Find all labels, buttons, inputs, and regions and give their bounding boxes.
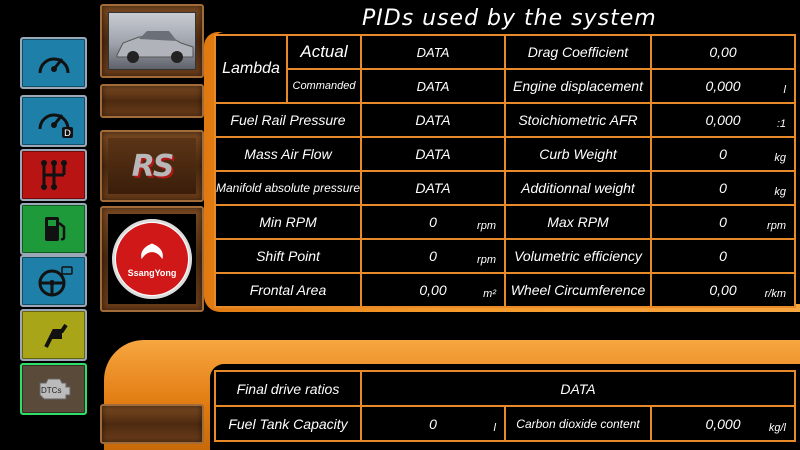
min-rpm-value: 0 xyxy=(429,214,437,230)
fuel-tank-label: Fuel Tank Capacity xyxy=(214,405,362,442)
fuel-button[interactable] xyxy=(20,203,87,255)
dtc-button[interactable]: DTCs xyxy=(20,363,87,415)
drag-coefficient-label: Drag Coefficient xyxy=(504,34,652,70)
vehicle-tabs: RS SsangYong xyxy=(100,0,205,450)
fuel-nozzle-icon xyxy=(43,323,68,348)
curb-weight-field[interactable]: 0 kg xyxy=(650,136,796,172)
max-rpm-label: Max RPM xyxy=(504,204,652,240)
engine-displacement-label: Engine displacement xyxy=(504,68,652,104)
shift-point-value: 0 xyxy=(429,248,437,264)
fuel-pump-icon xyxy=(44,217,65,241)
frontal-area-field[interactable]: 0,00 m² xyxy=(360,272,506,308)
fuel-tank-unit: l xyxy=(493,422,496,434)
map-value[interactable]: DATA xyxy=(360,170,506,206)
frontal-area-value: 0,00 xyxy=(419,282,447,298)
page-title: PIDs used by the system xyxy=(362,6,657,31)
vehicle-tab-ssangyong[interactable]: SsangYong xyxy=(100,206,204,312)
co2-label: Carbon dioxide content xyxy=(504,405,652,442)
wheel-circ-field[interactable]: 0,00 r/km xyxy=(650,272,796,308)
stoich-afr-unit: :1 xyxy=(776,118,786,130)
lambda-actual-value[interactable]: DATA xyxy=(360,34,506,70)
co2-unit: kg/l xyxy=(768,422,786,434)
engine-dtc-icon xyxy=(39,378,70,400)
ssangyong-wordmark: SsangYong xyxy=(127,268,177,278)
wheel-circ-label: Wheel Circumference xyxy=(504,272,652,308)
svg-text:D: D xyxy=(64,129,71,139)
lambda-label: Lambda xyxy=(214,34,288,104)
additional-weight-unit: kg xyxy=(774,186,786,198)
final-drive-value[interactable]: DATA xyxy=(360,370,796,407)
ssangyong-emblem-icon xyxy=(141,243,163,260)
vehicle-tab-empty-2[interactable] xyxy=(100,404,204,444)
co2-value: 0,000 xyxy=(705,415,741,432)
max-rpm-unit: rpm xyxy=(767,220,786,232)
stoich-afr-field[interactable]: 0,000 :1 xyxy=(650,102,796,138)
vehicle-tab-empty-1[interactable] xyxy=(100,84,204,118)
drag-coefficient-value: 0,00 xyxy=(709,44,737,60)
fuel-tank-field[interactable]: 0 l xyxy=(360,405,506,442)
drag-coefficient-field[interactable]: 0,00 xyxy=(650,34,796,70)
engine-displacement-value: 0,000 xyxy=(705,78,741,94)
min-rpm-unit: rpm xyxy=(477,220,496,232)
nozzle-button[interactable] xyxy=(20,309,87,361)
map-label: Manifold absolute pressure xyxy=(214,170,362,206)
curb-weight-label: Curb Weight xyxy=(504,136,652,172)
stoich-afr-value: 0,000 xyxy=(705,112,741,128)
lambda-commanded-label: Commanded xyxy=(286,68,362,104)
frontal-area-unit: m² xyxy=(483,288,496,300)
wheel-circ-unit: r/km xyxy=(764,288,786,300)
frontal-area-label: Frontal Area xyxy=(214,272,362,308)
shift-point-unit: rpm xyxy=(477,254,496,266)
fuel-rail-pressure-label: Fuel Rail Pressure xyxy=(214,102,362,138)
vehicle-tab-rs[interactable]: RS xyxy=(100,130,204,202)
additional-weight-value: 0 xyxy=(719,180,727,196)
max-rpm-value: 0 xyxy=(719,214,727,230)
ssangyong-logo: SsangYong xyxy=(112,219,192,299)
vol-eff-value: 0 xyxy=(719,248,727,264)
steering-wheel-icon xyxy=(38,266,73,297)
gearbox-icon xyxy=(40,160,67,190)
car-silhouette-icon xyxy=(116,31,194,63)
speedometer-d-icon: D xyxy=(38,113,73,139)
fuel-rail-pressure-value[interactable]: DATA xyxy=(360,102,506,138)
gauge-d-button[interactable]: D xyxy=(20,95,87,147)
mass-air-flow-label: Mass Air Flow xyxy=(214,136,362,172)
vol-eff-field[interactable]: 0 xyxy=(650,238,796,274)
curb-weight-unit: kg xyxy=(774,152,786,164)
steering-button[interactable] xyxy=(20,255,87,307)
stoich-afr-label: Stoichiometric AFR xyxy=(504,102,652,138)
rs-logo: RS xyxy=(131,148,175,184)
car-photo xyxy=(108,12,196,70)
engine-displacement-field[interactable]: 0,000 l xyxy=(650,68,796,104)
lambda-commanded-value[interactable]: DATA xyxy=(360,68,506,104)
min-rpm-field[interactable]: 0 rpm xyxy=(360,204,506,240)
additional-weight-label: Additionnal weight xyxy=(504,170,652,206)
co2-field[interactable]: 0,000 kg/l xyxy=(650,405,796,442)
gauge-button[interactable] xyxy=(20,37,87,89)
bottom-table: Final drive ratios DATA Fuel Tank Capaci… xyxy=(214,370,796,442)
pid-table: Lambda Actual DATA Drag Coefficient 0,00… xyxy=(214,34,796,308)
shift-point-label: Shift Point xyxy=(214,238,362,274)
additional-weight-field[interactable]: 0 kg xyxy=(650,170,796,206)
vol-eff-label: Volumetric efficiency xyxy=(504,238,652,274)
min-rpm-label: Min RPM xyxy=(214,204,362,240)
speedometer-icon xyxy=(38,57,69,74)
lambda-actual-label: Actual xyxy=(286,34,362,70)
dtc-label: DTCs xyxy=(41,386,62,395)
mass-air-flow-value[interactable]: DATA xyxy=(360,136,506,172)
shift-point-field[interactable]: 0 rpm xyxy=(360,238,506,274)
final-drive-label: Final drive ratios xyxy=(214,370,362,407)
engine-displacement-unit: l xyxy=(783,84,786,96)
max-rpm-field[interactable]: 0 rpm xyxy=(650,204,796,240)
gearbox-button[interactable] xyxy=(20,149,87,201)
vehicle-tab-photo[interactable] xyxy=(100,4,204,78)
fuel-tank-value: 0 xyxy=(429,415,437,432)
curb-weight-value: 0 xyxy=(719,146,727,162)
wheel-circ-value: 0,00 xyxy=(709,282,737,298)
